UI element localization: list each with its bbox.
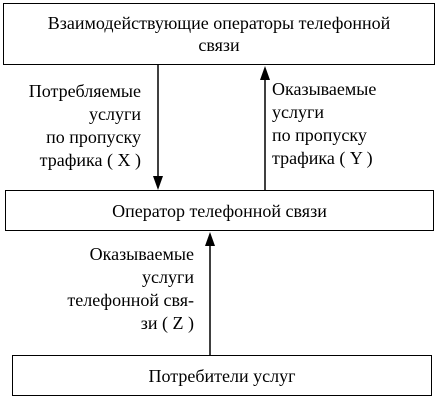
label-x-line: трафика ( X ) bbox=[39, 150, 141, 170]
middle-box-text: Оператор телефонной связи bbox=[112, 200, 327, 221]
arrow-up-y bbox=[260, 66, 270, 190]
arrow-down-x bbox=[153, 65, 163, 190]
label-z-line: Оказываемые bbox=[89, 244, 194, 264]
bottom-box-service-consumers: Потребители услуг bbox=[12, 355, 432, 396]
label-x-line: Потребляемые bbox=[28, 81, 141, 101]
top-box-text-line1: Взаимодействующие операторы телефонной bbox=[47, 13, 391, 33]
top-box-text-line2: связи bbox=[198, 35, 240, 55]
label-z-line: телефонной свя- bbox=[67, 290, 194, 310]
label-y-line: Оказываемые bbox=[272, 79, 377, 99]
label-x-line: по пропуску bbox=[46, 127, 141, 147]
top-box-interacting-operators: Взаимодействующие операторы телефонной с… bbox=[3, 3, 435, 65]
label-provided-services-y: Оказываемые услуги по пропуску трафика (… bbox=[272, 78, 376, 170]
label-z-line: зи ( Z ) bbox=[140, 313, 194, 333]
label-provided-telephone-services-z: Оказываемые услуги телефонной свя- зи ( … bbox=[67, 243, 194, 335]
arrow-up-z bbox=[205, 232, 215, 355]
label-z-line: услуги bbox=[142, 267, 194, 287]
bottom-box-text: Потребители услуг bbox=[148, 365, 296, 386]
label-consumed-services-x: Потребляемые услуги по пропуску трафика … bbox=[29, 80, 141, 172]
label-y-line: услуги bbox=[272, 102, 324, 122]
middle-box-telephone-operator: Оператор телефонной связи bbox=[5, 190, 434, 231]
label-y-line: по пропуску bbox=[272, 125, 367, 145]
label-x-line: услуги bbox=[89, 104, 141, 124]
label-y-line: трафика ( Y ) bbox=[272, 148, 373, 168]
